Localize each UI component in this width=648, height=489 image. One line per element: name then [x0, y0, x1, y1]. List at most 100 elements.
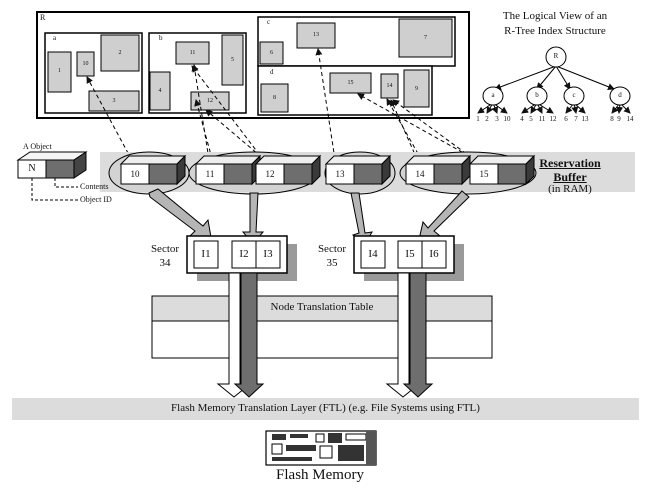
rect-5	[221, 34, 244, 86]
rect-9-label: 9	[415, 86, 418, 92]
down-arrows	[216, 272, 434, 398]
sector-34-slot-2	[231, 240, 257, 269]
tree-leaf-label: 10	[503, 115, 511, 123]
buffer-cells	[119, 154, 536, 186]
sector-35-slot-3	[421, 240, 447, 269]
group-d-label: d	[270, 68, 274, 76]
buffer-cell	[194, 154, 262, 186]
spatial-outer-label: R	[40, 13, 46, 22]
tree-leaf-label: 8	[610, 115, 614, 123]
sector-35-slot-3-label: I6	[429, 248, 439, 260]
rect-15	[329, 72, 372, 94]
flash-memory-chip-icon	[265, 430, 377, 466]
object-legend	[16, 151, 88, 201]
tree-node-c	[563, 86, 585, 106]
rect-6	[259, 41, 284, 65]
rect-10-label: 10	[82, 61, 89, 67]
tree-root-node	[545, 46, 567, 68]
rect-3-label: 3	[112, 98, 116, 104]
rect-8-label: 8	[273, 95, 276, 101]
tree-leaf-label: 2	[485, 115, 489, 123]
tree-leaf-label: 13	[581, 115, 589, 123]
buffer-cell	[468, 154, 536, 186]
rect-11	[175, 41, 210, 65]
sector-35-label-line1: Sector	[317, 243, 347, 255]
rect-7	[398, 18, 453, 58]
sector-35-label-line2: 35	[326, 257, 338, 269]
ftl-label: Flash Memory Translation Layer (FTL) (e.…	[171, 402, 480, 414]
buffer-cell	[404, 154, 472, 186]
rect-2-label: 2	[118, 50, 122, 56]
sector-35-slot-2-label: I5	[405, 248, 415, 260]
tree-node-a-label: a	[491, 91, 495, 99]
logical-view-title-line1: The Logical View of an	[502, 10, 608, 22]
tree-leaf-label: 4	[520, 115, 524, 123]
rect-9	[403, 69, 430, 108]
tree-node-a	[482, 86, 504, 106]
rect-11-label: 11	[189, 50, 196, 56]
node-translation-table-label: Node Translation Table	[270, 301, 374, 313]
rect-14-label: 14	[386, 83, 393, 89]
sector-34-slot-1	[193, 240, 219, 269]
object-legend-node-label: N	[28, 163, 36, 174]
tree-node-d	[609, 86, 631, 106]
sector-34-slot-1-label: I1	[201, 248, 211, 260]
flow-arrows	[148, 188, 470, 245]
ftl-band	[12, 398, 639, 420]
buffer-cell-id-label: 14	[415, 169, 425, 179]
flash-memory-label: Flash Memory	[276, 467, 364, 483]
rect-1	[47, 51, 72, 93]
reservation-buffer-subtitle: Buffer	[553, 170, 587, 184]
rect-15-label: 15	[347, 80, 354, 86]
group-c-label: c	[267, 18, 271, 26]
rect-6-label: 6	[270, 50, 273, 56]
reservation-buffer-title: Reservation	[539, 156, 601, 170]
object-legend-object-id-label: Object ID	[80, 195, 112, 204]
rect-13	[296, 22, 336, 49]
node-translation-table-header	[151, 295, 493, 322]
tree-leaf-label: 7	[574, 115, 578, 123]
tree-node-b-label: b	[535, 91, 539, 99]
buffer-cell-id-label: 15	[479, 169, 489, 179]
tree-root-label: R	[553, 52, 559, 60]
tree-leaf-label: 11	[538, 115, 546, 123]
sector-35-slot-1	[360, 240, 386, 269]
rect-4-label: 4	[158, 88, 162, 94]
object-legend-contents-label: Contents	[80, 182, 109, 191]
sector-34-slot-2-label: I2	[239, 248, 249, 260]
rect-10	[76, 51, 95, 77]
tree-leaf-label: 9	[617, 115, 621, 123]
rect-8	[260, 83, 289, 113]
buffer-cell	[324, 154, 392, 186]
group-b-label: b	[159, 34, 163, 42]
buffer-cell-id-label: 11	[205, 169, 215, 179]
rect-4	[149, 71, 171, 111]
rect-7-label: 7	[424, 35, 427, 41]
sector-34-slot-3	[255, 240, 281, 269]
buffer-cell	[254, 154, 322, 186]
tree-leaf-label: 1	[476, 115, 480, 123]
rect-1-label: 1	[58, 68, 61, 74]
tree-leaf-label: 6	[564, 115, 568, 123]
reservation-buffer-location: (in RAM)	[548, 183, 592, 195]
rect-14	[380, 73, 399, 99]
rect-3	[88, 90, 140, 112]
rect-12-label: 12	[207, 98, 213, 104]
buffer-cell	[119, 154, 187, 186]
tree-leaf-label: 3	[495, 115, 499, 123]
tree-node-d-label: d	[618, 91, 622, 99]
rect-5-label: 5	[231, 57, 234, 63]
buffer-cell-id-label: 12	[265, 169, 275, 179]
tree-node-c-label: c	[572, 91, 576, 99]
group-a-label: a	[53, 34, 57, 42]
buffer-cell-id-label: 13	[335, 169, 345, 179]
buffer-cell-id-label: 10	[130, 169, 140, 179]
tree-leaf-label: 5	[529, 115, 533, 123]
tree-leaf-label: 14	[626, 115, 634, 123]
logical-view-title-line2: R-Tree Index Structure	[504, 25, 606, 37]
tree-node-b	[526, 86, 548, 106]
sector-34-label-line2: 34	[159, 257, 171, 269]
sector-35-slot-1-label: I4	[368, 248, 378, 260]
logical-tree-edges	[477, 65, 631, 114]
